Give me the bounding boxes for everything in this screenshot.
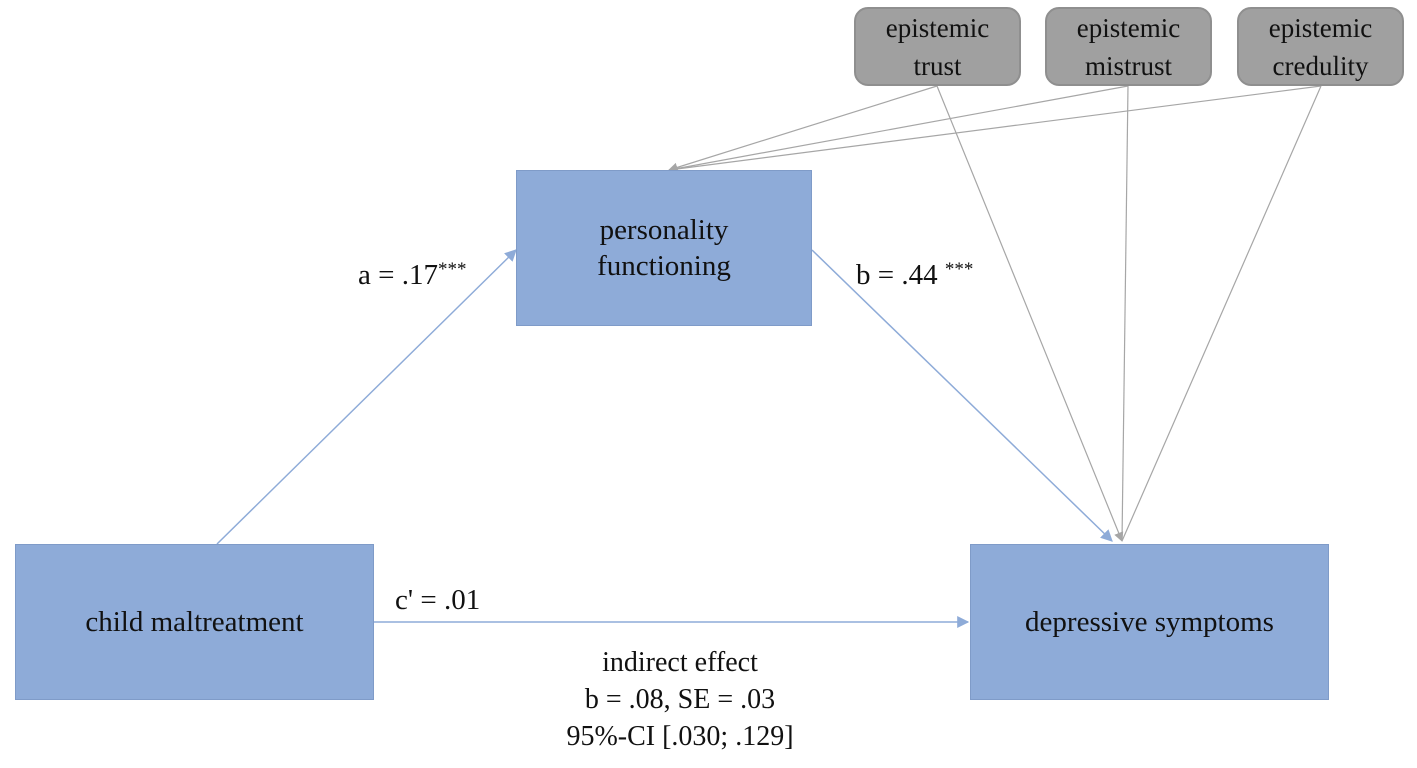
credulity-to-depressive-line bbox=[1121, 85, 1322, 542]
path-b-arrow bbox=[811, 249, 1113, 542]
path-c-prime-label: c' = .01 bbox=[395, 583, 480, 617]
path-a-coefficient: a = .17 bbox=[358, 259, 438, 291]
mistrust-to-personality-line bbox=[668, 85, 1129, 171]
path-b-significance: *** bbox=[944, 259, 974, 280]
indirect-effect-ci: 95%-CI [.030; .129] bbox=[566, 721, 794, 752]
personality-functioning-line2: functioning bbox=[597, 250, 731, 282]
trust-to-depressive-line bbox=[936, 85, 1124, 542]
mistrust-to-depressive-line bbox=[1121, 85, 1129, 542]
path-b-label: b = .44 *** bbox=[856, 258, 973, 292]
path-a-arrow bbox=[216, 249, 517, 545]
epistemic-trust-line2: trust bbox=[913, 50, 962, 81]
depressive-symptoms-label: depressive symptoms bbox=[1025, 606, 1274, 638]
depressive-symptoms-box: depressive symptoms bbox=[970, 544, 1329, 700]
trust-to-personality-line bbox=[668, 85, 938, 172]
epistemic-credulity-box: epistemic credulity bbox=[1237, 7, 1404, 86]
path-a-label: a = .17*** bbox=[358, 258, 466, 292]
epistemic-mistrust-line2: mistrust bbox=[1084, 50, 1172, 81]
epistemic-credulity-line1: epistemic bbox=[1268, 12, 1373, 43]
indirect-effect-title: indirect effect bbox=[602, 647, 758, 678]
child-maltreatment-label: child maltreatment bbox=[85, 606, 304, 638]
epistemic-trust-line1: epistemic bbox=[885, 12, 990, 43]
personality-functioning-box: personality functioning bbox=[516, 170, 812, 326]
epistemic-trust-box: epistemic trust bbox=[854, 7, 1021, 86]
path-c-prime-coefficient: c' = .01 bbox=[395, 584, 481, 616]
path-b-coefficient: b = .44 bbox=[856, 259, 945, 291]
epistemic-credulity-line2: credulity bbox=[1272, 50, 1369, 81]
path-a-significance: *** bbox=[437, 259, 467, 280]
epistemic-mistrust-box: epistemic mistrust bbox=[1045, 7, 1212, 86]
indirect-effect-block: indirect effect b = .08, SE = .03 95%-CI… bbox=[480, 644, 880, 755]
indirect-effect-estimate: b = .08, SE = .03 bbox=[584, 684, 776, 715]
credulity-to-personality-line bbox=[668, 85, 1322, 171]
child-maltreatment-box: child maltreatment bbox=[15, 544, 374, 700]
epistemic-mistrust-line1: epistemic bbox=[1076, 12, 1181, 43]
personality-functioning-line1: personality bbox=[599, 214, 729, 246]
